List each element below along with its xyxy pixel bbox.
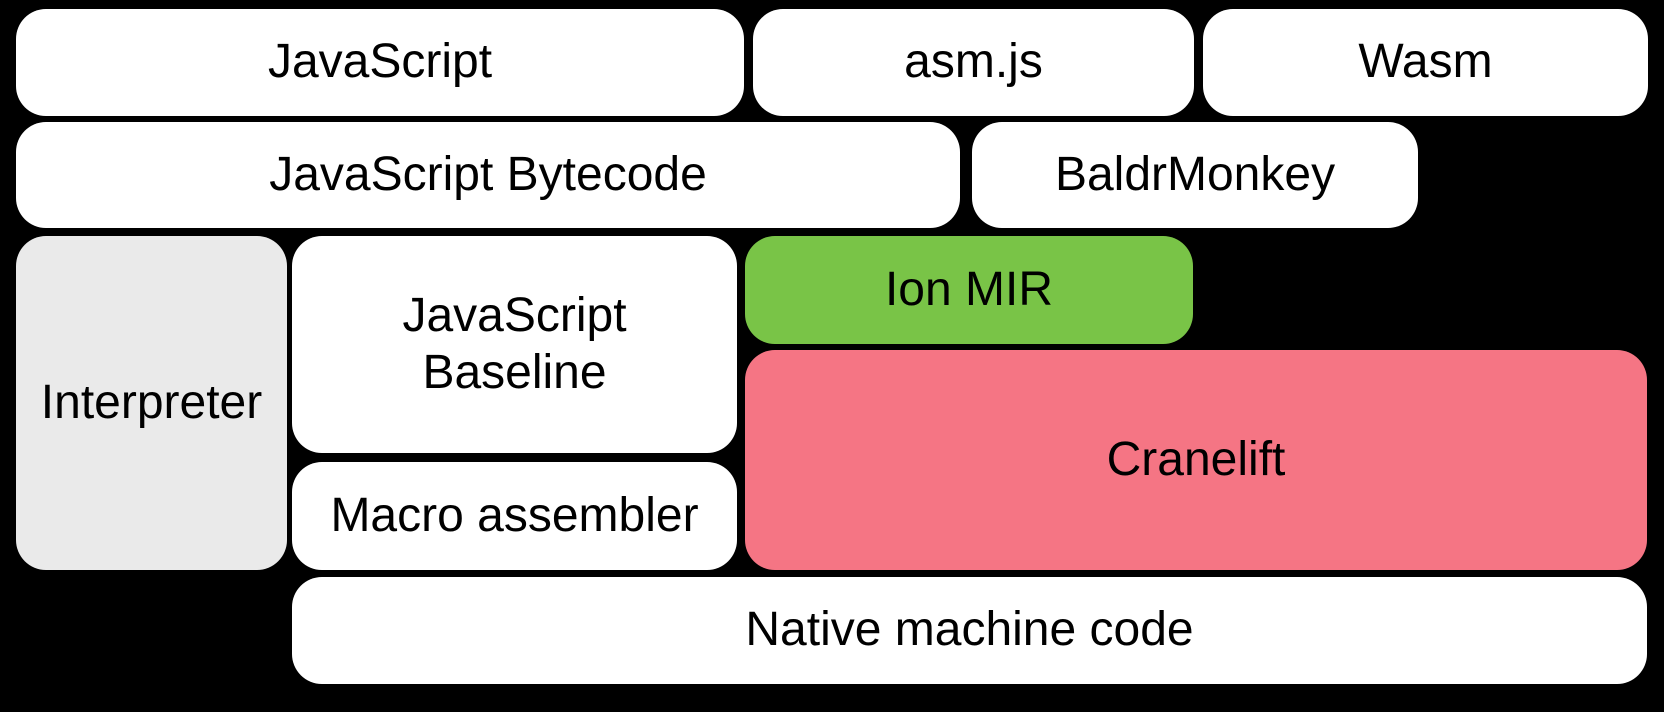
box-baldrmonkey: BaldrMonkey xyxy=(972,122,1418,228)
box-macro-assembler-label: Macro assembler xyxy=(330,488,699,542)
box-baldrmonkey-label: BaldrMonkey xyxy=(1054,147,1336,201)
box-wasm-label: Wasm xyxy=(1358,35,1493,89)
box-interpreter-label: Interpreter xyxy=(40,375,263,429)
box-asmjs-label: asm.js xyxy=(904,35,1043,89)
box-wasm: Wasm xyxy=(1203,9,1648,116)
box-ion-mir-label: Ion MIR xyxy=(884,262,1054,316)
box-javascript-bytecode-label: JavaScript Bytecode xyxy=(269,147,707,201)
box-cranelift-label: Cranelift xyxy=(1106,432,1286,486)
box-javascript-baseline: JavaScript Baseline xyxy=(292,236,737,453)
box-ion-mir: Ion MIR xyxy=(745,236,1193,344)
box-javascript: JavaScript xyxy=(16,9,744,116)
box-native-machine-code-label: Native machine code xyxy=(745,603,1194,657)
box-cranelift: Cranelift xyxy=(745,350,1647,570)
box-javascript-bytecode: JavaScript Bytecode xyxy=(16,122,960,228)
box-javascript-baseline-label: JavaScript Baseline xyxy=(402,289,627,399)
box-asmjs: asm.js xyxy=(753,9,1194,116)
box-native-machine-code: Native machine code xyxy=(292,577,1647,684)
box-javascript-label: JavaScript xyxy=(267,35,493,89)
box-macro-assembler: Macro assembler xyxy=(292,462,737,570)
box-interpreter: Interpreter xyxy=(16,236,287,570)
